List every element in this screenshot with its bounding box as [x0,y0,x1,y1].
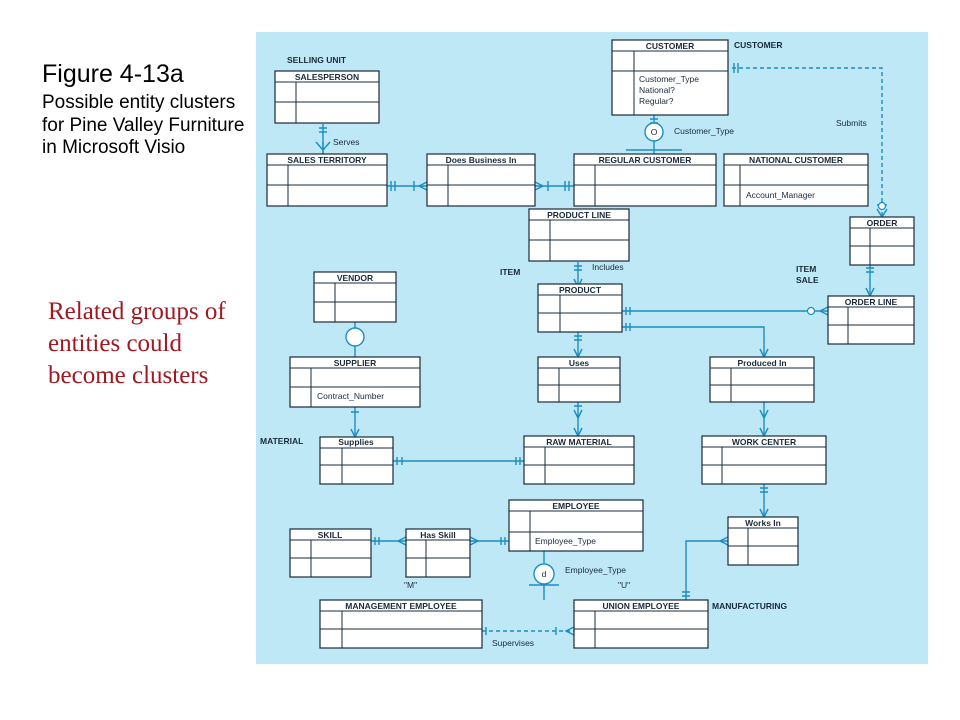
cluster-label-item: ITEM [500,267,520,277]
entity-name: Supplies [338,437,374,447]
hasskill-employee-cardinality [469,536,506,546]
entity-sales-territory: SALES TERRITORY [266,153,388,207]
submits-optional-circle [877,201,887,211]
supplies-rawmaterial-cardinality [396,457,521,465]
entity-national-customer: NATIONAL CUSTOMER Account_Manager [723,153,869,207]
worksin-union-line [685,540,728,600]
customer-subtype-circle [644,122,664,142]
entity-name: MANAGEMENT EMPLOYEE [345,601,457,611]
orderline-optional-circle [806,306,816,316]
entity-attr: Regular? [639,96,674,106]
submits-line [732,67,883,217]
cluster-label-item-sale-line2: SALE [796,275,819,285]
product-producedin-line [622,326,765,357]
entity-name: NATIONAL CUSTOMER [749,155,843,165]
entity-name: SKILL [318,530,343,540]
serves-cardinality [315,127,331,154]
cluster-label-item-sale-line1: ITEM [796,264,816,274]
entity-name: Does Business In [446,155,517,165]
entity-raw-material: RAW MATERIAL [523,435,635,485]
dbi-regular-cardinality [534,181,570,191]
entity-attr: Account_Manager [746,190,815,200]
entity-name: ORDER LINE [845,297,898,307]
entity-name: RAW MATERIAL [546,437,611,447]
entity-name: SUPPLIER [334,358,377,368]
entity-supplies: Supplies [319,436,394,485]
figure-title: Figure 4-13a [42,60,184,88]
entity-attr: Contract_Number [317,391,384,401]
entity-union-employee: UNION EMPLOYEE [573,599,709,649]
entity-product: PRODUCT [537,283,623,333]
entity-name: Produced In [737,358,786,368]
entity-vendor: VENDOR [313,271,397,323]
entity-name: WORK CENTER [732,437,796,447]
cluster-label-material: MATERIAL [260,436,303,446]
cluster-label-customer: CUSTOMER [734,40,783,50]
entity-does-business-in: Does Business In [426,153,536,207]
entity-name: REGULAR CUSTOMER [599,155,692,165]
entity-name: Works In [745,518,781,528]
entity-product-line: PRODUCT LINE [528,208,630,262]
entity-name: UNION EMPLOYEE [603,601,680,611]
figure-caption: Possible entity clusters for Pine Valley… [42,92,245,158]
skill-hasskill-cardinality [374,536,407,546]
discriminator-management: "M" [404,580,417,590]
entity-attr: Customer_Type [639,74,699,84]
entity-order: ORDER [849,216,915,266]
entity-attr: National? [639,85,675,95]
territory-dbi-cardinality [390,181,428,191]
product-producedin-cardinality [625,323,769,359]
entity-regular-customer: REGULAR CUSTOMER [573,153,717,207]
entity-customer: CUSTOMER Customer_Type National? Regular… [611,39,729,116]
discriminator-union: "U" [618,580,630,590]
entity-has-skill: Has Skill [405,528,471,578]
entity-works-in: Works In [727,516,799,566]
er-diagram: .eb { fill:#ffffff; stroke:#1a2a3a; stro… [260,39,915,649]
entity-management-employee: MANAGEMENT EMPLOYEE [319,599,483,649]
entity-name: PRODUCT LINE [547,210,611,220]
subtype-label-customer-type: Customer_Type [674,126,734,136]
entity-name: ORDER [867,218,898,228]
relationship-label-serves: Serves [333,137,359,147]
relationship-label-supervises: Supervises [492,638,534,648]
entity-work-center: WORK CENTER [701,435,827,485]
entity-name: SALESPERSON [295,72,359,82]
entity-uses: Uses [537,356,621,403]
entity-supplier: SUPPLIER Contract_Number [289,356,421,408]
entity-name: Uses [569,358,590,368]
entity-name: SALES TERRITORY [287,155,367,165]
customer-subtype-symbol: O [651,127,658,137]
employee-subtype-circle [533,563,555,585]
entity-produced-in: Produced In [709,356,815,403]
vendor-supplier-circle [345,327,365,347]
supervises-cardinality [485,626,575,636]
entity-skill: SKILL [289,528,372,578]
worksin-union-cardinality [682,536,729,597]
entity-name: Has Skill [420,530,455,540]
employee-subtype-symbol: d [542,569,547,579]
cluster-label-selling-unit: SELLING UNIT [287,55,347,65]
er-diagram-panel: .eb { fill:#ffffff; stroke:#1a2a3a; stro… [256,32,928,664]
entity-name: EMPLOYEE [552,501,600,511]
entity-name: VENDOR [337,273,373,283]
relationship-label-submits: Submits [836,118,867,128]
entity-order-line: ORDER LINE [827,295,915,345]
relationship-label-includes: Includes [592,262,624,272]
cluster-label-manufacturing: MANUFACTURING [712,601,787,611]
submits-customer-cardinality [733,63,739,73]
entity-name: CUSTOMER [646,41,695,51]
entity-employee: EMPLOYEE Employee_Type [508,499,644,552]
product-orderline-cardinality [625,306,829,316]
cluster-note: Related groups of entities could become … [48,298,226,389]
entity-attr: Employee_Type [535,536,596,546]
entity-name: PRODUCT [559,285,602,295]
employee-subtype-bar-line [529,584,559,600]
entity-salesperson: SALESPERSON [274,70,380,124]
subtype-label-employee-type: Employee_Type [565,565,626,575]
